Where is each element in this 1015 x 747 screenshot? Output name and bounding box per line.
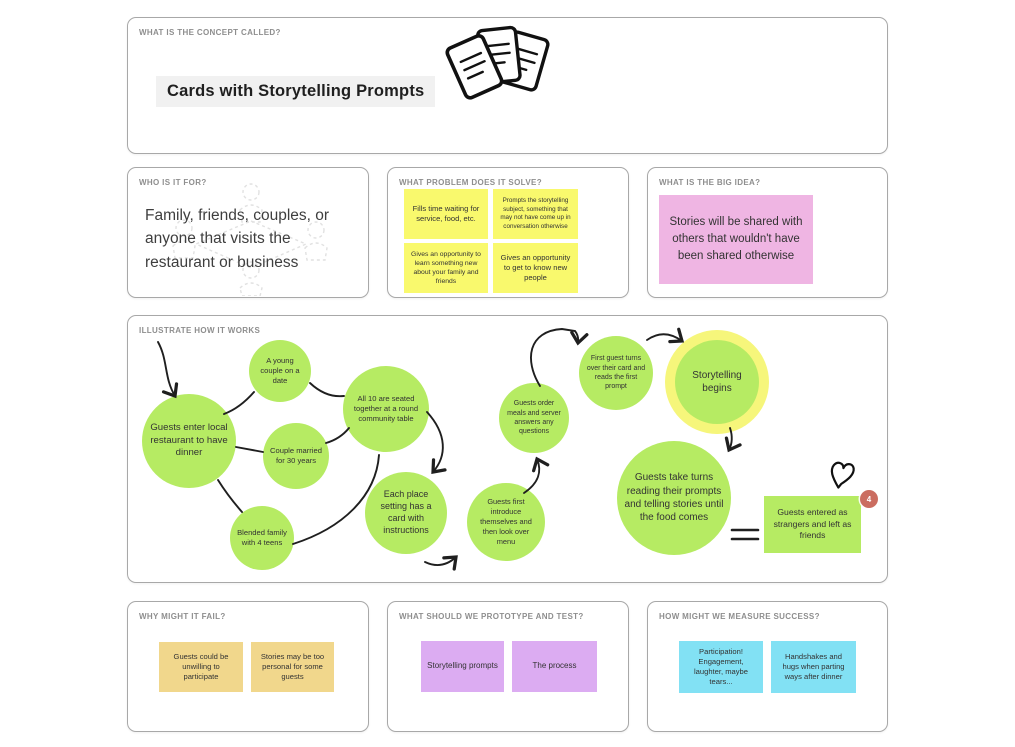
flow-node-storytelling[interactable]: Storytelling begins	[675, 340, 759, 424]
sticky-note[interactable]: Fills time waiting for service, food, et…	[404, 189, 488, 239]
audience-text[interactable]: Family, friends, couples, or anyone that…	[145, 207, 330, 271]
sticky-note[interactable]: Stories will be shared with others that …	[659, 195, 813, 284]
sticky-note[interactable]: The process	[512, 641, 597, 692]
sticky-note[interactable]: Prompts the storytelling subject, someth…	[493, 189, 578, 239]
section-label-big-idea: WHAT IS THE BIG IDEA?	[659, 178, 761, 187]
flow-node-young-couple[interactable]: A young couple on a date	[249, 340, 311, 402]
sticky-note[interactable]: Gives an opportunity to learn something …	[404, 243, 488, 293]
flow-node-all-seated[interactable]: All 10 are seated together at a round co…	[343, 366, 429, 452]
section-label-concept: WHAT IS THE CONCEPT CALLED?	[139, 28, 281, 37]
section-label-illustrate: ILLUSTRATE HOW IT WORKS	[139, 326, 261, 335]
sticky-note-outcome[interactable]: Guests entered as strangers and left as …	[764, 496, 861, 553]
sticky-note[interactable]: Stories may be too personal for some gue…	[251, 642, 334, 692]
section-label-prototype: WHAT SHOULD WE PROTOTYPE AND TEST?	[399, 612, 584, 621]
section-label-who: WHO IS IT FOR?	[139, 178, 207, 187]
sticky-note[interactable]: Gives an opportunity to get to know new …	[493, 243, 578, 293]
panel-concept: WHAT IS THE CONCEPT CALLED? Cards with S…	[127, 17, 888, 154]
sticky-note[interactable]: Guests could be unwilling to participate	[159, 642, 243, 692]
equals-sign	[730, 528, 760, 541]
people-around-table-doodle	[172, 183, 328, 296]
collaborator-badge[interactable]: 4	[860, 490, 878, 508]
panel-who: WHO IS IT FOR? Family, friends, couples,…	[127, 167, 369, 298]
flow-node-guests-order[interactable]: Guests order meals and server answers an…	[499, 383, 569, 453]
panel-problem: WHAT PROBLEM DOES IT SOLVE? Fills time w…	[387, 167, 629, 298]
sticky-note[interactable]: Storytelling prompts	[421, 641, 504, 692]
flow-node-storytelling-ring[interactable]: Storytelling begins	[665, 330, 769, 434]
panel-illustrate: ILLUSTRATE HOW IT WORKS Guests enter loc…	[127, 315, 888, 583]
section-label-problem: WHAT PROBLEM DOES IT SOLVE?	[399, 178, 542, 187]
panel-prototype: WHAT SHOULD WE PROTOTYPE AND TEST? Story…	[387, 601, 629, 732]
sticky-note[interactable]: Participation! Engagement, laughter, may…	[679, 641, 763, 693]
flow-node-guests-enter[interactable]: Guests enter local restaurant to have di…	[142, 394, 236, 488]
heart-icon[interactable]	[825, 457, 859, 493]
flow-node-take-turns[interactable]: Guests take turns reading their prompts …	[617, 441, 731, 555]
flow-node-place-setting[interactable]: Each place setting has a card with instr…	[365, 472, 447, 554]
flow-node-couple-married[interactable]: Couple married for 30 years	[263, 423, 329, 489]
panel-big-idea: WHAT IS THE BIG IDEA? Stories will be sh…	[647, 167, 888, 298]
cards-icon[interactable]	[436, 21, 554, 116]
section-label-fail: WHY MIGHT IT FAIL?	[139, 612, 226, 621]
panel-success: HOW MIGHT WE MEASURE SUCCESS? Participat…	[647, 601, 888, 732]
sticky-note[interactable]: Handshakes and hugs when parting ways af…	[771, 641, 856, 693]
flow-node-first-guest[interactable]: First guest turns over their card and re…	[579, 336, 653, 410]
flow-node-guests-introduce[interactable]: Guests first introduce themselves and th…	[467, 483, 545, 561]
flow-node-blended-family[interactable]: Blended family with 4 teens	[230, 506, 294, 570]
section-label-success: HOW MIGHT WE MEASURE SUCCESS?	[659, 612, 820, 621]
panel-fail: WHY MIGHT IT FAIL? Guests could be unwil…	[127, 601, 369, 732]
concept-title[interactable]: Cards with Storytelling Prompts	[156, 76, 436, 107]
